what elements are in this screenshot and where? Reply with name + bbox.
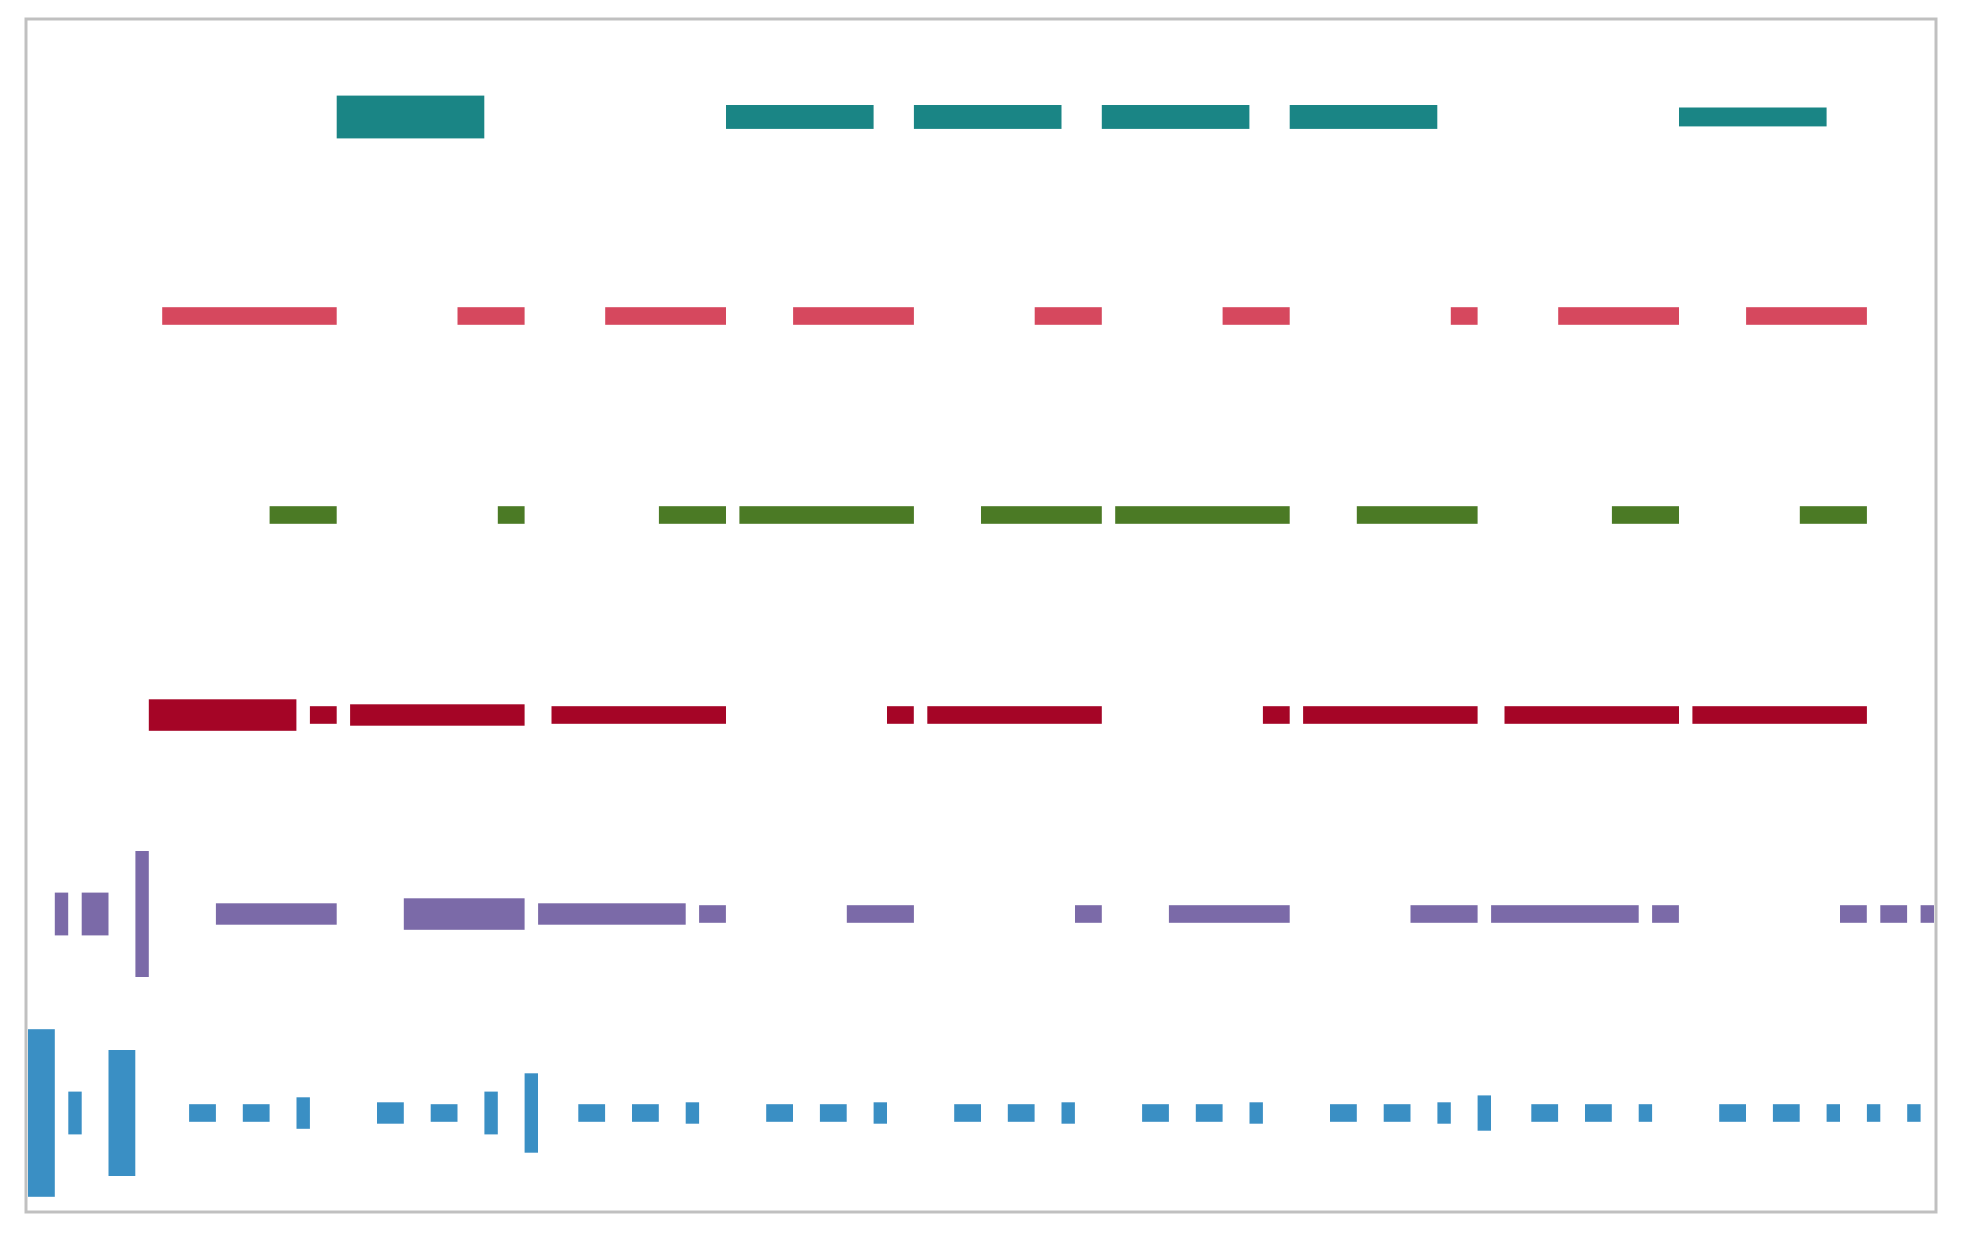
track-6-block-4 (189, 1104, 216, 1122)
track-5-block-10 (1168, 905, 1290, 923)
track-5-block-13 (1652, 905, 1679, 923)
track-6-block-24 (1383, 1104, 1411, 1122)
track-5-block-2 (81, 892, 109, 936)
track-6-block-31 (1772, 1104, 1800, 1122)
track-5-block-1 (54, 892, 69, 936)
track-3-block-8 (1611, 506, 1679, 524)
track-3-block-9 (1799, 506, 1867, 524)
track-6-block-15 (819, 1104, 847, 1122)
track-4-block-8 (1303, 706, 1478, 724)
track-4-block-10 (1692, 706, 1867, 724)
track-1-block-3 (913, 105, 1062, 129)
plot-frame (24, 17, 1938, 1214)
track-6-block-27 (1531, 1104, 1559, 1122)
track-6-block-32 (1826, 1104, 1840, 1122)
track-4-block-9 (1504, 706, 1679, 724)
track-3-block-6 (1115, 506, 1290, 524)
track-2-block-5 (1034, 307, 1102, 325)
track-6-block-14 (766, 1104, 793, 1122)
track-6-block-9 (484, 1091, 498, 1135)
track-6-block-30 (1719, 1104, 1746, 1122)
track-5-block-4 (215, 903, 337, 925)
track-4-block-5 (887, 706, 914, 724)
track-6-block-26 (1477, 1095, 1491, 1131)
track-5-block-15 (1880, 905, 1908, 923)
track-6-block-20 (1142, 1104, 1169, 1122)
track-3-block-3 (658, 506, 726, 524)
track-5 (54, 851, 1934, 977)
track-4-block-3 (350, 704, 525, 726)
track-3-block-1 (269, 506, 337, 524)
track-6-block-23 (1330, 1104, 1357, 1122)
track-6-block-19 (1061, 1102, 1075, 1124)
track-6-block-25 (1437, 1102, 1451, 1124)
track-6-block-11 (578, 1104, 606, 1122)
track-6-block-7 (377, 1102, 404, 1124)
track-5-block-9 (1075, 905, 1102, 923)
track-6-block-18 (1007, 1104, 1035, 1122)
track-6-block-29 (1638, 1104, 1653, 1122)
track-2-block-3 (605, 307, 726, 325)
track-6-block-3 (108, 1050, 136, 1176)
track-6-block-12 (632, 1104, 659, 1122)
track-6-block-21 (1195, 1104, 1223, 1122)
track-6-block-2 (68, 1091, 82, 1135)
track-2-block-8 (1558, 307, 1679, 325)
track-5-block-7 (699, 905, 726, 923)
track-4 (148, 699, 1867, 731)
track-5-block-5 (403, 898, 525, 930)
track-6-block-28 (1585, 1104, 1612, 1122)
track-2-block-4 (793, 307, 914, 325)
track-6-block-1 (28, 1029, 55, 1197)
track-4-block-7 (1262, 706, 1290, 724)
track-2-block-1 (162, 307, 337, 325)
track-6-block-33 (1866, 1104, 1881, 1122)
track-5-block-14 (1840, 905, 1867, 923)
track-4-block-4 (551, 706, 726, 724)
track-5-block-6 (538, 903, 686, 925)
track-2-block-7 (1450, 307, 1478, 325)
track-4-block-2 (309, 706, 337, 724)
track-1-block-5 (1289, 105, 1438, 129)
track-3-block-7 (1356, 506, 1478, 524)
tracks-layer (28, 95, 1934, 1197)
track-6-block-10 (524, 1073, 538, 1153)
track-6-block-16 (873, 1102, 887, 1124)
track-1-block-6 (1679, 107, 1827, 127)
track-3-block-4 (739, 506, 914, 524)
track-1 (336, 95, 1827, 139)
track-3-block-2 (497, 506, 525, 524)
track-2-block-9 (1746, 307, 1867, 325)
track-1-block-4 (1101, 105, 1250, 129)
track-5-block-16 (1920, 905, 1934, 923)
track-2 (162, 307, 1867, 325)
track-1-block-1 (336, 95, 485, 139)
track-6-block-5 (242, 1104, 270, 1122)
track-5-block-12 (1491, 905, 1639, 923)
track-5-block-11 (1410, 905, 1478, 923)
track-6-block-6 (296, 1097, 310, 1129)
track-1-block-2 (726, 105, 874, 129)
track-3 (269, 506, 1867, 524)
track-4-block-6 (927, 706, 1102, 724)
track-6-block-22 (1249, 1102, 1263, 1124)
track-6-block-34 (1907, 1104, 1921, 1122)
track-6-block-13 (685, 1102, 700, 1124)
track-2-block-2 (457, 307, 525, 325)
track-3-block-5 (981, 506, 1102, 524)
track-2-block-6 (1222, 307, 1290, 325)
track-5-block-3 (135, 851, 149, 977)
track-6-block-8 (430, 1104, 458, 1122)
track-6-block-17 (954, 1104, 981, 1122)
track-5-block-8 (846, 905, 914, 923)
track-4-block-1 (148, 699, 297, 731)
track-6 (28, 1029, 1921, 1197)
